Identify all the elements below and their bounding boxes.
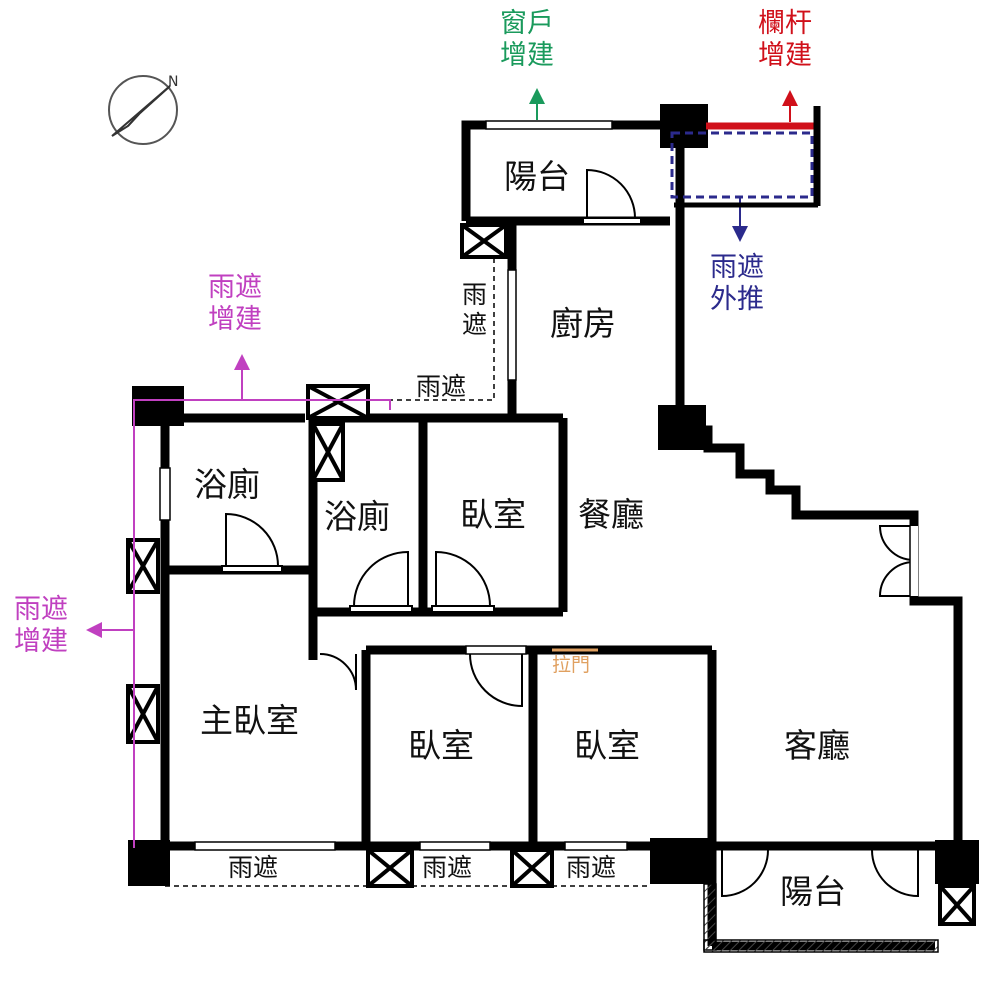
note-canopy-addition-top: 雨遮增建	[208, 272, 262, 335]
note-sliding-door: 拉門	[552, 654, 591, 676]
note-canopy-bottom-3: 雨遮	[566, 853, 617, 882]
canopy-pushout-outline	[670, 131, 814, 199]
windows	[159, 120, 628, 851]
note-canopy-pushout: 雨遮外推	[710, 252, 764, 315]
note-canopy-bottom-1: 雨遮	[228, 853, 279, 882]
compass-north-label: N	[168, 74, 178, 90]
duct-boxes	[126, 223, 976, 926]
room-dining: 餐廳	[578, 495, 644, 534]
doors	[221, 168, 919, 898]
room-master-bedroom: 主臥室	[200, 701, 299, 740]
canopy-addition-magenta	[86, 354, 391, 848]
note-railing-addition: 欄杆增建	[758, 8, 812, 71]
balcony-railing-hatch	[703, 883, 939, 953]
room-bedroom-low-right: 臥室	[574, 726, 640, 765]
room-bedroom-low-left: 臥室	[408, 726, 474, 765]
room-kitchen: 廚房	[550, 304, 616, 343]
room-bath-mid: 浴廁	[324, 497, 390, 536]
room-balcony-top: 陽台	[504, 157, 570, 196]
note-canopy-addition-left: 雨遮增建	[14, 594, 68, 657]
columns	[128, 104, 979, 886]
note-window-addition: 窗戶增建	[500, 8, 554, 71]
compass-icon: N	[108, 74, 178, 145]
railing-addition	[674, 90, 821, 208]
note-canopy-bottom-2: 雨遮	[422, 853, 473, 882]
note-canopy-vertical: 雨遮	[462, 280, 488, 339]
room-bedroom-mid: 臥室	[460, 495, 526, 534]
room-bath-left: 浴廁	[194, 465, 260, 504]
note-canopy-upper: 雨遮	[416, 372, 467, 401]
room-balcony-bottom: 陽台	[780, 872, 846, 911]
canopy-dashed-lines	[165, 256, 650, 887]
walls	[160, 120, 963, 951]
room-living: 客廳	[784, 726, 850, 765]
